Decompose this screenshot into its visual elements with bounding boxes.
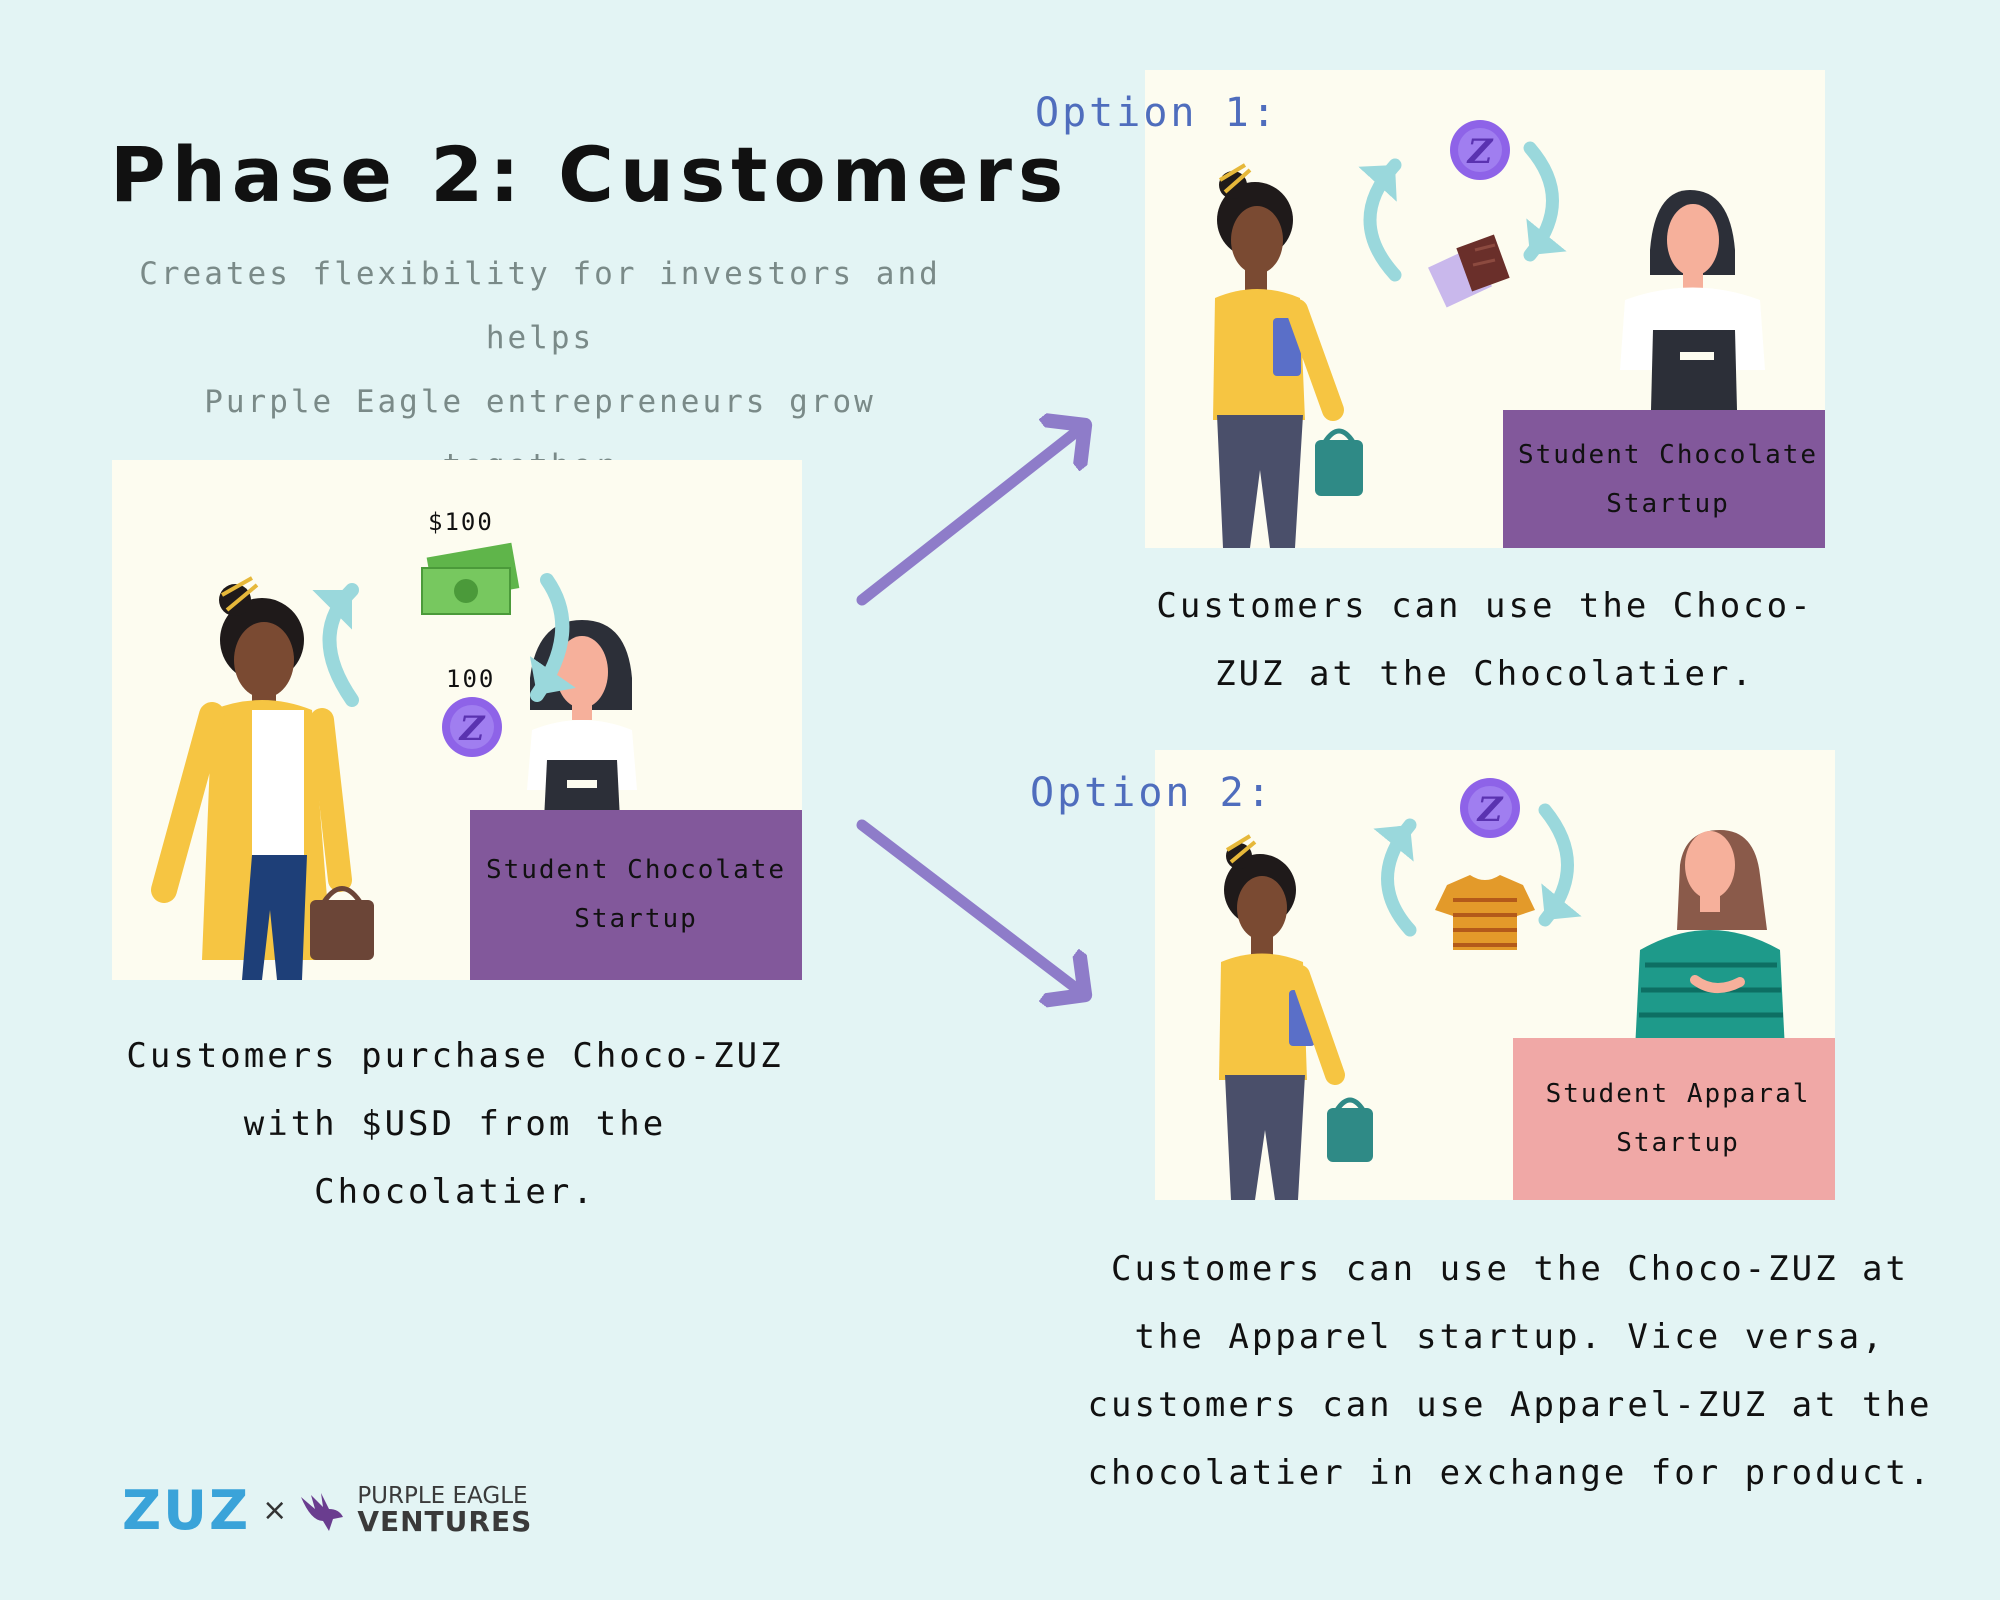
option2-caption-line-3: customers can use Apparel-ZUZ at the <box>1087 1385 1933 1425</box>
counter-chocolate-startup: Student Chocolate Startup <box>470 810 802 980</box>
option1-caption-line-1: Customers can use the Choco- <box>1156 586 1814 626</box>
cycle-arrow-up <box>312 583 359 707</box>
shopkeeper-figure <box>1635 830 1785 1050</box>
option2-caption: Customers can use the Choco-ZUZ at the A… <box>1085 1235 1935 1507</box>
counter-line-1: Student Apparal <box>1545 1078 1811 1109</box>
svg-text:Z: Z <box>1466 132 1494 172</box>
option2-caption-line-2: the Apparel startup. Vice versa, <box>1134 1317 1886 1357</box>
counter-line-2: Startup <box>574 904 698 934</box>
money-amount-label: $100 <box>428 508 494 536</box>
footer-logos: ZUZ × PURPLE EAGLE VENTURES <box>122 1478 533 1542</box>
arrow-to-option-1 <box>856 425 1085 606</box>
svg-text:Z: Z <box>458 709 486 749</box>
page-title: Phase 2: Customers <box>110 130 1070 219</box>
left-caption: Customers purchase Choco-ZUZ with $USD f… <box>110 1022 800 1226</box>
zuz-coin-icon: Z <box>1460 778 1520 838</box>
times-sign: × <box>262 1492 288 1528</box>
cycle-arrow-up <box>1358 158 1402 282</box>
option2-caption-line-1: Customers can use the Choco-ZUZ at <box>1111 1249 1909 1289</box>
t-shirt-icon <box>1435 875 1535 950</box>
option2-label: Option 2: <box>1030 770 1274 816</box>
token-amount-label: 100 <box>446 665 496 693</box>
counter-line-1: Student Chocolate <box>1517 439 1819 470</box>
purple-eagle-line-2: VENTURES <box>357 1504 533 1538</box>
zuz-logo: ZUZ <box>122 1478 251 1542</box>
chocolate-bar-icon <box>1428 234 1510 308</box>
counter-apparel-startup: Student Apparal Startup <box>1513 1038 1835 1200</box>
subtitle-line-1: Creates flexibility for investors and he… <box>139 256 941 356</box>
cycle-arrow-down <box>1538 803 1582 927</box>
zuz-coin-icon: Z <box>442 697 502 757</box>
customer-figure <box>1219 834 1373 1200</box>
left-scene-panel: Z $100 100 Student Chocolate Startup <box>112 460 802 980</box>
customer-figure <box>151 576 374 980</box>
cycle-arrow-down <box>529 573 576 702</box>
counter-line-2: Startup <box>1606 489 1730 519</box>
eagle-icon <box>301 1493 344 1531</box>
zuz-coin-icon: Z <box>1450 120 1510 180</box>
cycle-arrow-down <box>1523 141 1567 262</box>
counter-line-1: Student Chocolate <box>485 854 787 885</box>
option1-label: Option 1: <box>1035 90 1279 136</box>
purple-eagle-line-1: PURPLE EAGLE <box>357 1482 528 1509</box>
option1-caption: Customers can use the Choco- ZUZ at the … <box>1125 572 1845 708</box>
option1-illustration: Z <box>1213 120 1765 548</box>
counter-line-2: Startup <box>1616 1128 1740 1158</box>
svg-text:Z: Z <box>1476 790 1504 830</box>
counter-chocolate-startup: Student Chocolate Startup <box>1503 410 1825 548</box>
cycle-arrow-up <box>1373 818 1417 937</box>
shopkeeper-figure <box>1620 190 1765 410</box>
customer-figure <box>1213 163 1363 548</box>
arrow-to-option-2 <box>856 819 1085 995</box>
option2-illustration: Z <box>1219 778 1785 1200</box>
left-caption-line-2: with $USD from the Chocolatier. <box>243 1104 667 1212</box>
left-scene-illustration: Z <box>151 542 637 980</box>
cash-icon <box>421 542 520 615</box>
left-caption-line-1: Customers purchase Choco-ZUZ <box>126 1036 784 1076</box>
purple-eagle-logo-text: PURPLE EAGLE VENTURES <box>357 1482 533 1538</box>
option2-caption-line-4: chocolatier in exchange for product. <box>1087 1453 1933 1493</box>
option1-panel: Z Student Chocolate Startup <box>1145 70 1825 548</box>
option2-panel: Z Student Apparal Startup <box>1155 750 1835 1200</box>
shopkeeper-figure <box>527 620 637 820</box>
option1-caption-line-2: ZUZ at the Chocolatier. <box>1215 654 1755 694</box>
